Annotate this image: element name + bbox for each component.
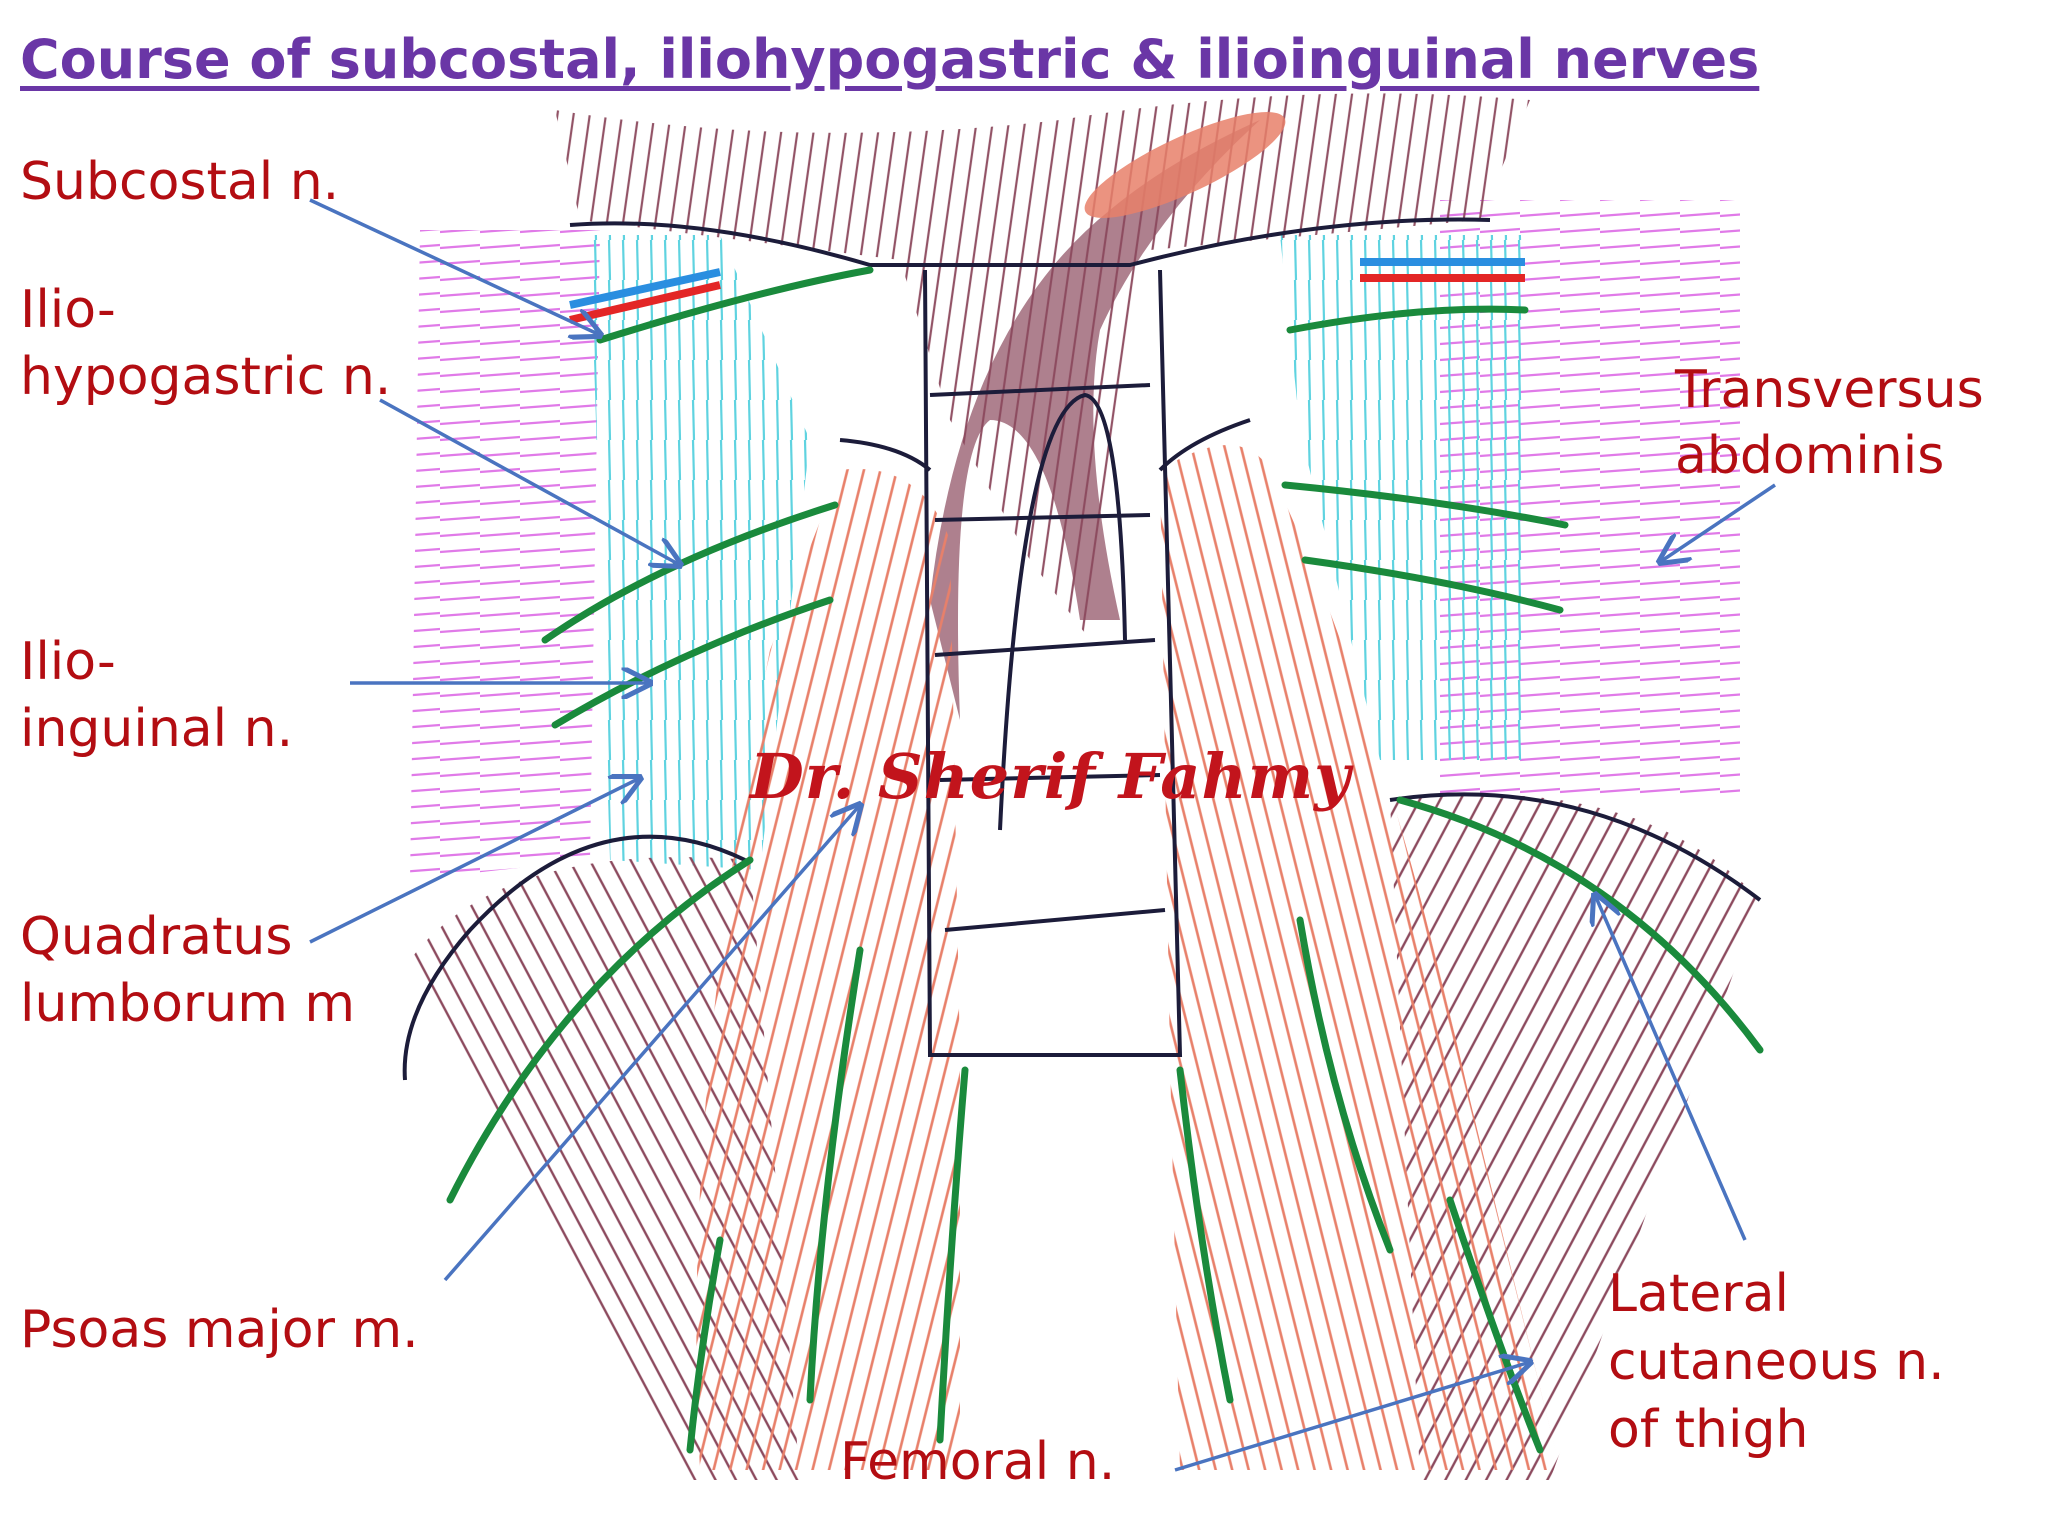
label-quadratus-line1: Quadratus <box>20 907 293 967</box>
transversus-pointer <box>1660 483 1776 562</box>
quadratus-pointer <box>309 778 640 944</box>
label-ilioinguinal-line1: Ilio- <box>20 632 116 692</box>
subcostal-pointer <box>309 198 600 335</box>
genitofemoral-right <box>1176 1066 1234 1404</box>
obturator-left <box>686 1236 724 1454</box>
label-iliohypogastric-line1: Ilio- <box>20 280 116 340</box>
iliohypogastric-nerve-right <box>1281 481 1569 529</box>
label-quadratus-line2: lumborum m <box>20 974 356 1034</box>
label-lateral-line3: of thigh <box>1608 1400 1809 1460</box>
label-ilioinguinal-line2: inguinal n. <box>20 699 294 759</box>
pointer-arrows <box>309 198 1776 1472</box>
iliohypogastric-pointer <box>379 398 680 565</box>
iliac-crest-left <box>402 834 746 1081</box>
label-lateral-line1: Lateral <box>1608 1264 1789 1324</box>
label-transversus-line1: Transversus <box>1675 360 1984 420</box>
psoas-major-left <box>696 468 960 1470</box>
ilioinguinal-nerve-right <box>1301 556 1564 614</box>
ilioinguinal-nerve-left <box>551 596 834 729</box>
label-transversus-line2: abdominis <box>1675 426 1945 486</box>
lateral-cutaneous-left <box>446 856 754 1204</box>
label-lateral-line2: cutaneous n. <box>1608 1332 1945 1392</box>
diaphragm-crus <box>930 120 1260 720</box>
obturator-right <box>1446 1196 1544 1454</box>
author-watermark: Dr. Sherif Fahmy <box>750 740 1352 813</box>
vertebral-column <box>569 217 1491 1057</box>
lateral-pointer <box>1595 895 1747 1241</box>
femoral-pointer <box>1174 1362 1530 1472</box>
psoas-pointer <box>443 805 860 1282</box>
label-femoral: Femoral n. <box>840 1432 1116 1492</box>
femoral-nerve-left <box>806 946 864 1404</box>
transversus-abdominis-left <box>410 230 600 880</box>
aortic-opening <box>1084 112 1286 218</box>
rib-vein-left <box>569 268 721 309</box>
subcostal-nerve-left <box>596 266 874 344</box>
psoas-major-right <box>1160 445 1560 1470</box>
label-subcostal: Subcostal n. <box>20 152 340 212</box>
femoral-nerve-right <box>1296 916 1394 1254</box>
label-iliohypogastric-line2: hypogastric n. <box>20 347 392 407</box>
iliac-crest-right <box>1389 792 1762 902</box>
subcostal-nerve-right <box>1286 305 1529 334</box>
genitofemoral-left <box>936 1066 969 1444</box>
label-psoas: Psoas major m. <box>20 1300 419 1360</box>
diagram-title: Course of subcostal, iliohypogastric & i… <box>20 28 1760 91</box>
